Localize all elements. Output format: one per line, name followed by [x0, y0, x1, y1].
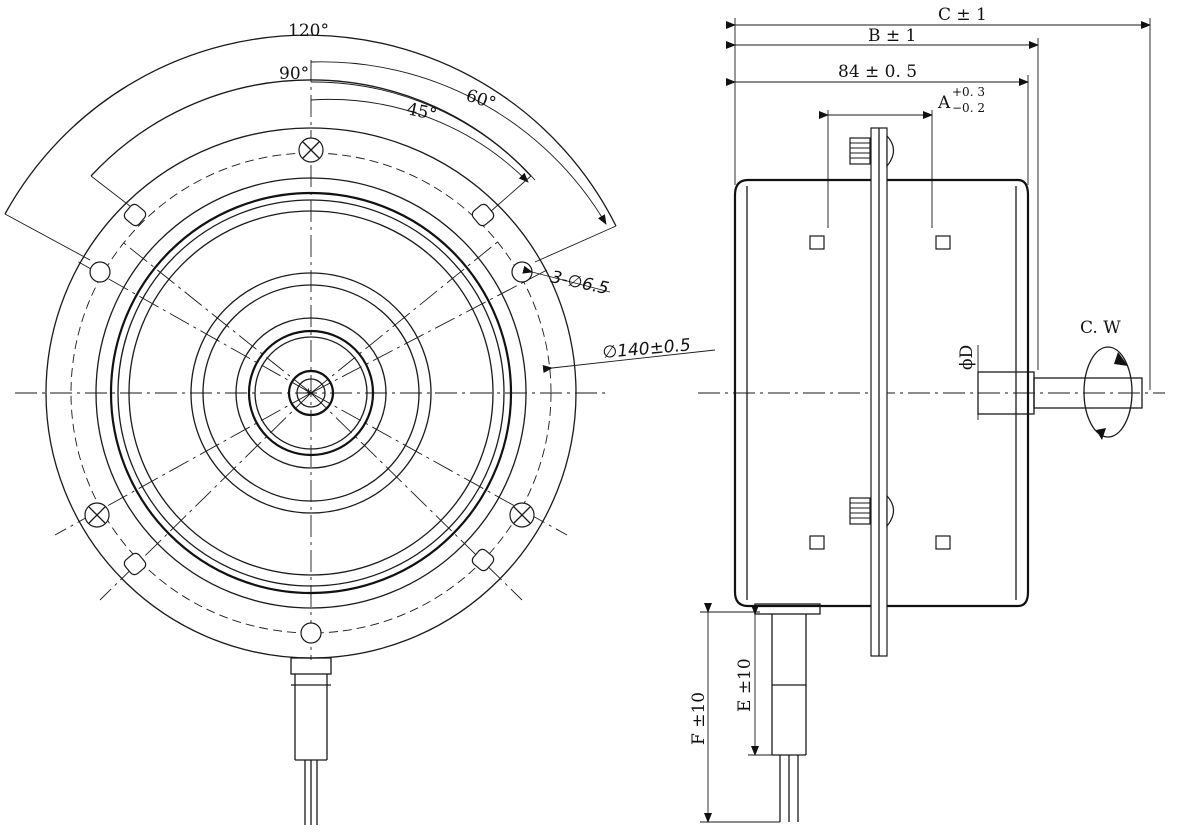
dim-c-label: C ± 1	[938, 5, 987, 25]
dim-e-label: E ±10	[735, 658, 755, 712]
bearing-outer-circle	[235, 317, 387, 469]
extension-45-left	[90, 175, 136, 211]
angle-120-label: 120°	[288, 21, 329, 41]
flange-inner-circle	[95, 177, 527, 609]
shaft-circle	[296, 378, 326, 408]
arc-45	[310, 98, 529, 183]
shaft-collar-circle	[287, 369, 335, 417]
angle-45-label: 45°	[405, 99, 439, 125]
front-view: 120° 90° 60° 45° *	[4, 21, 716, 825]
rotation-ellipse	[1083, 346, 1133, 438]
shaft	[1033, 377, 1143, 409]
dim-a-label: A	[937, 93, 951, 113]
holes-label: 3-∅6.5	[549, 267, 611, 299]
extension-45-right	[489, 175, 532, 213]
rotation-label: C. W	[1080, 318, 1121, 338]
svg-text:*: *	[305, 387, 312, 403]
dim-84-label: 84 ± 0. 5	[838, 62, 917, 82]
angle-90-label: 90°	[279, 64, 309, 84]
body-inner-circle	[128, 210, 494, 576]
motor-body	[733, 178, 1030, 608]
mounting-holes	[89, 203, 533, 644]
extension-120-left	[4, 213, 91, 261]
dim-a-plus: +0. 3	[952, 85, 985, 99]
arc-band-inner	[90, 79, 532, 177]
screw-heads	[84, 137, 535, 528]
extension-120-right	[534, 225, 617, 263]
diameter-label: ∅140±0.5	[602, 335, 692, 363]
dim-b-label: B ± 1	[868, 26, 916, 46]
lead-wire-side	[754, 603, 821, 822]
bearing-inner-circle	[254, 336, 368, 450]
dim-a-minus: −0. 2	[952, 101, 985, 115]
hub-inner-circle	[202, 284, 420, 502]
dim-f-label: F ±10	[689, 692, 709, 745]
vent-slots	[809, 235, 951, 550]
shaft-diameter-label: ϕD	[957, 345, 977, 370]
mounting-studs	[849, 134, 895, 528]
bolt-circle	[70, 152, 552, 634]
body-rim-circle	[117, 199, 505, 587]
arc-120	[4, 34, 617, 227]
holes-leader	[522, 265, 611, 293]
hub-outer-circle	[190, 272, 432, 514]
diameter-leader	[542, 349, 716, 373]
lead-wire-front	[290, 657, 332, 825]
side-view: C ± 1 B ± 1 84 ± 0. 5 A +0. 3 −0. 2	[689, 5, 1165, 823]
arc-90	[310, 81, 536, 181]
body-outer-circle	[109, 191, 513, 595]
arc-60	[310, 61, 607, 225]
bearing-housing-circle	[247, 329, 375, 457]
